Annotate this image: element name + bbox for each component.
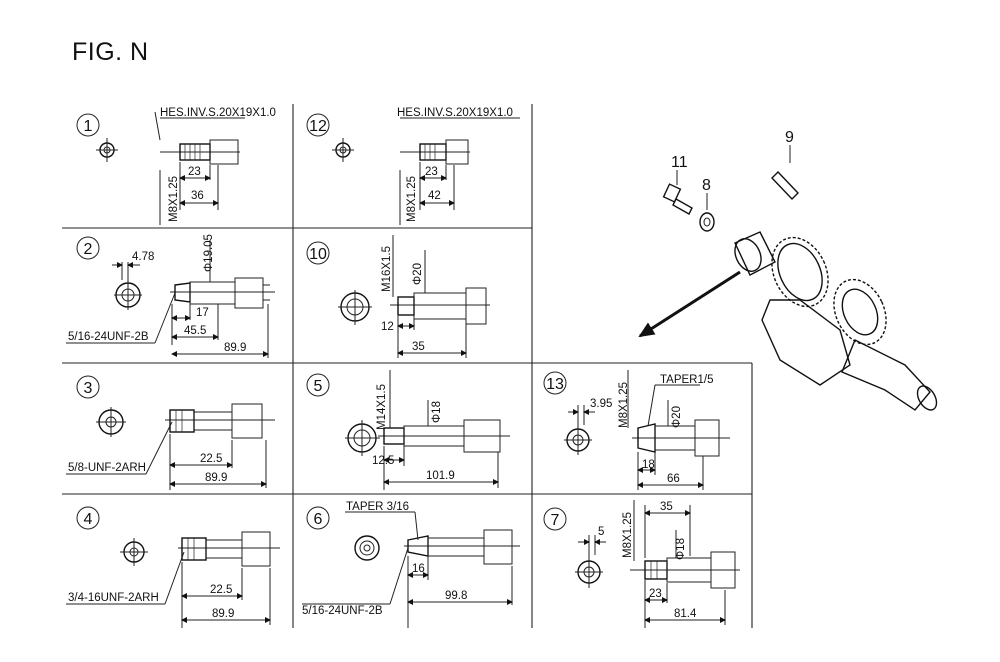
dim-label: 89.9 [224,342,246,354]
spec-label: 5/16-24UNF-2B [68,331,149,343]
panel-1: 1 HES.INV.S.20X19X1.0 M8X1.25 23 [76,107,276,225]
dim-label: 99.8 [445,590,467,602]
panel-number: 6 [314,511,323,528]
dim-label: 22.5 [200,453,222,465]
panel-3: 3 22.5 89.9 5/8-UNF-2ARH [66,375,275,490]
panel-number: 4 [84,511,93,528]
dim-label: 23 [188,166,201,178]
panel-number: 13 [546,376,564,393]
part-9-pin: 9 [771,129,799,201]
dim-label: 101.9 [426,470,455,482]
dim-label: 66 [667,473,680,485]
panel-number: 3 [84,380,93,397]
part-number: 8 [702,177,711,194]
spec-label: M8X1.25 [618,382,630,428]
figure-title: FIG. N [72,38,149,66]
dim-label: 12 [381,321,394,333]
spec-label: Φ20 [671,406,683,428]
spec-label: M14X1.5 [376,384,388,430]
spec-label: Φ19.05 [203,234,215,272]
panel-6: 6 TAPER 3/16 16 99.8 5/16-24UNF-2B [302,501,520,628]
dim-label: 35 [412,341,425,353]
panel-2: 2 4.78 Φ19.05 17 45.5 [66,234,275,358]
dim-label: 12.5 [372,455,394,467]
spec-label: M8X1.25 [622,512,634,558]
dim-label: 18 [642,459,655,471]
dim-label: 35 [660,501,673,513]
spec-label: M8X1.25 [406,176,418,222]
dim-label: 89.9 [205,472,227,484]
dim-label: 17 [196,307,209,319]
dim-label: 81.4 [674,608,697,620]
dim-label: 4.78 [132,251,154,263]
panel-10: 10 M16X1.5 Φ20 12 35 [306,235,490,358]
panel-number: 5 [314,378,323,395]
spec-label: Φ18 [675,538,687,560]
crankshaft-assembly: 11 8 9 [638,129,938,411]
panel-7: 7 5 M8X1.25 35 Φ18 23 [543,500,740,628]
dim-label: 3.95 [590,398,612,410]
spec-label: Φ20 [412,263,424,285]
panel-number: 12 [309,118,327,135]
dim-label: 16 [412,563,425,575]
spec-label: TAPER1/5 [660,374,713,386]
spec-label: Φ18 [431,401,443,423]
panel-number: 7 [551,512,560,529]
dim-label: 23 [649,588,662,600]
panel-4: 4 22.5 89.9 3/4-16UNF-2ARH [66,506,280,628]
dim-label: 5 [598,526,604,538]
spec-label: HES.INV.S.20X19X1.0 [397,107,513,119]
part-number: 9 [785,129,794,146]
dim-label: 36 [191,190,204,202]
panel-13: 13 3.95 M8X1.25 TAPER1/5 Φ20 18 [543,370,730,490]
panel-5: 5 M14X1.5 Φ18 12.5 101.9 [306,370,510,490]
spec-label: 5/16-24UNF-2B [302,605,383,617]
panel-12: 12 HES.INV.S.20X19X1.0 M8X1.25 23 42 [306,107,520,225]
spec-label: HES.INV.S.20X19X1.0 [160,107,276,119]
part-8-washer: 8 [699,177,715,232]
dim-label: 42 [428,190,441,202]
part-number: 11 [671,154,688,171]
dim-label: 89.9 [212,608,234,620]
spec-label: 5/8-UNF-2ARH [68,462,146,474]
spec-label: 3/4-16UNF-2ARH [68,592,159,604]
panel-number: 1 [84,118,93,135]
dim-label: 22.5 [210,584,232,596]
spec-label: TAPER 3/16 [346,501,409,513]
panel-grid [62,104,753,628]
dim-label: 45.5 [184,325,206,337]
panel-number: 2 [84,241,93,258]
spec-label: M16X1.5 [381,246,393,292]
spec-label: M8X1.25 [168,176,180,222]
panel-number: 10 [309,246,327,263]
dim-label: 23 [425,166,438,178]
part-11-bolt: 11 [662,154,693,215]
